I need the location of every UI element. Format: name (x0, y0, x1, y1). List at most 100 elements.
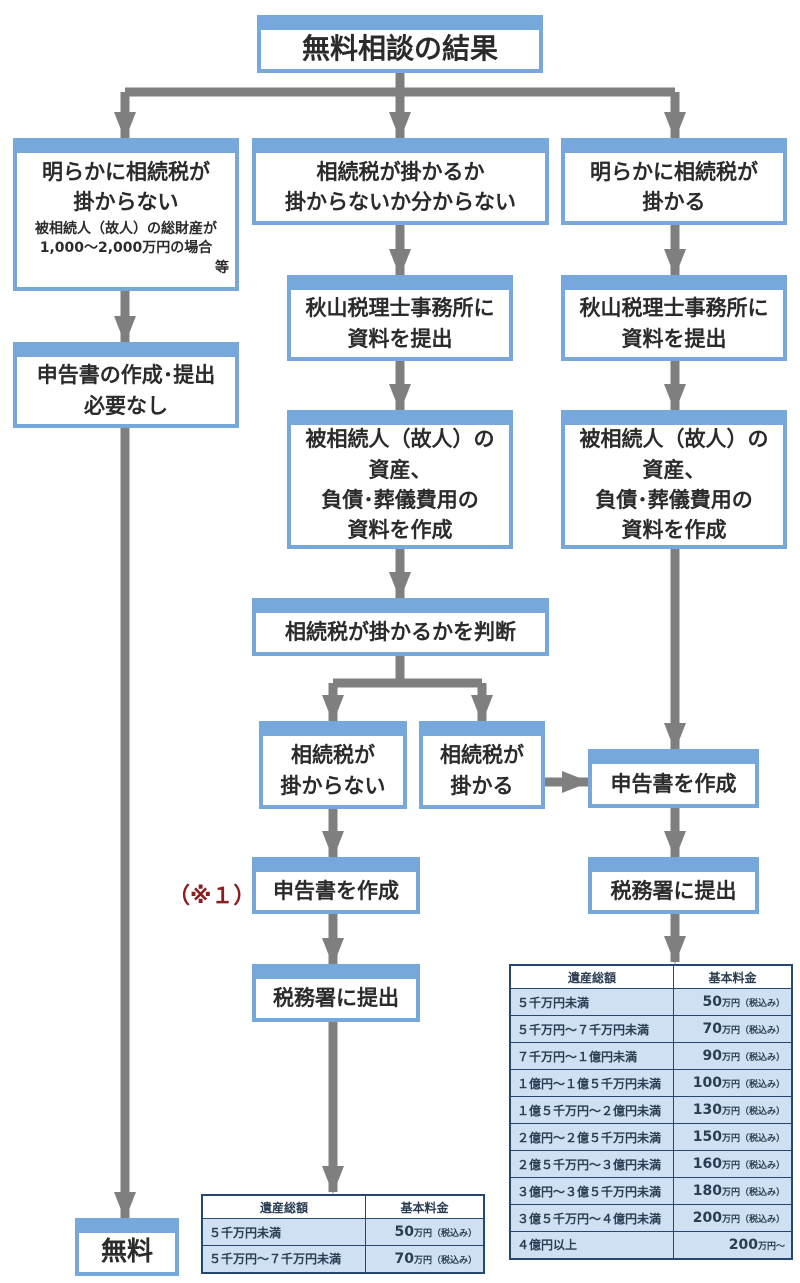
header-estate-total: 遺産総額 (509, 964, 675, 989)
fee-unit: 万円（税込み） (413, 1229, 477, 1239)
step-judge-no: 相続税が 掛からない (259, 721, 407, 809)
branch-no-tax-line-2: 掛からない (73, 190, 179, 215)
step-judge-text: 相続税が掛かるかを判断 (285, 620, 516, 645)
step-no-filing: 申告書の作成･提出 必要なし (13, 342, 239, 428)
step-submit-mid-line-1: 秋山税理士事務所に (305, 296, 495, 321)
fee-amount: 90 (702, 1048, 722, 1064)
step-no-filing-line-2: 必要なし (84, 393, 168, 418)
step-create-mid-text: 申告書を作成 (273, 878, 399, 903)
step-judge: 相続税が掛かるかを判断 (252, 598, 549, 656)
branch-unknown: 相続税が掛かるか 掛からないか分からない (252, 138, 549, 225)
fee-unit: 万円（税込み） (721, 1107, 785, 1117)
branch-tax-line-1: 明らかに相続税が (590, 159, 758, 184)
fee-unit: 万円～ (757, 1241, 785, 1252)
fee-amount: 50 (702, 994, 722, 1010)
estate-range-cell: ５千万円未満 (509, 988, 675, 1016)
step-judge-no-line-2: 掛からない (280, 773, 386, 798)
base-fee-cell: 100万円（税込み） (673, 1069, 793, 1097)
branch-unknown-line-2: 掛からないか分からない (285, 190, 516, 214)
step-submit-mid-line-2: 資料を提出 (347, 326, 453, 351)
step-prepare-right-line-1: 被相続人（故人）の (579, 427, 769, 452)
step-file-mid: 税務署に提出 (252, 964, 420, 1022)
base-fee-cell: 160万円（税込み） (673, 1150, 793, 1178)
estate-range-cell: ７千万円～１億円未満 (509, 1042, 675, 1070)
fee-amount: 130 (692, 1102, 722, 1118)
fee-table-large-header: 遺産総額 基本料金 (509, 964, 793, 989)
step-prepare-right-line-4: 資料を作成 (621, 518, 727, 543)
fee-unit: 万円（税込み） (721, 1161, 785, 1171)
step-no-filing-line-1: 申告書の作成･提出 (36, 363, 216, 388)
step-create-right: 申告書を作成 (588, 749, 759, 808)
header-base-fee: 基本料金 (365, 1194, 485, 1219)
step-prepare-right-line-2: 資産、 (642, 457, 706, 482)
fee-amount: 160 (692, 1156, 722, 1172)
base-fee-cell: 200万円（税込み） (673, 1204, 793, 1232)
step-prepare-mid-line-4: 資料を作成 (347, 518, 453, 543)
step-submit-right-line-2: 資料を提出 (621, 326, 727, 351)
branch-no-tax: 明らかに相続税が 掛からない 被相続人（故人）の総財産が 1,000～2,000… (13, 138, 239, 291)
fee-amount: 70 (702, 1021, 722, 1037)
step-free-text: 無料 (100, 1236, 153, 1267)
estate-range-cell: ３億５千万円～４億円未満 (509, 1204, 675, 1232)
step-free: 無料 (75, 1218, 179, 1276)
estate-range-cell: ５千万円～７千万円未満 (201, 1245, 367, 1273)
base-fee-cell: 70万円（税込み） (365, 1245, 485, 1273)
estate-range-cell: １億円～１億５千万円未満 (509, 1069, 675, 1097)
fee-amount: 200 (728, 1236, 758, 1253)
footnote-marker: （※１） (168, 884, 256, 909)
step-prepare-mid-line-1: 被相続人（故人）の (305, 427, 495, 452)
step-judge-yes: 相続税が 掛かる (419, 721, 545, 809)
branch-unknown-line-1: 相続税が掛かるか (316, 159, 485, 184)
branch-no-tax-note-2: 1,000～2,000万円の場合 (39, 240, 213, 257)
base-fee-cell: 70万円（税込み） (673, 1015, 793, 1043)
estate-range-cell: １億５千万円～２億円未満 (509, 1096, 675, 1124)
fee-unit: 万円（税込み） (721, 1026, 785, 1036)
step-file-right: 税務署に提出 (588, 857, 759, 914)
table-row: ７千万円～１億円未満 90万円（税込み） (509, 1042, 793, 1070)
step-create-right-text: 申告書を作成 (610, 771, 737, 796)
branch-no-tax-note-3: 等 (215, 260, 229, 277)
fee-unit: 万円（税込み） (721, 999, 785, 1009)
branch-no-tax-note-1: 被相続人（故人）の総財産が (35, 220, 217, 237)
step-file-right-text: 税務署に提出 (610, 878, 737, 903)
fee-unit: 万円（税込み） (721, 1080, 785, 1090)
fee-unit: 万円（税込み） (721, 1188, 785, 1198)
step-judge-no-line-1: 相続税が (291, 743, 375, 768)
step-prepare-mid-line-2: 資産、 (368, 457, 432, 482)
step-prepare-mid-line-3: 負債･葬儀費用の (321, 488, 479, 512)
base-fee-cell: 130万円（税込み） (673, 1096, 793, 1124)
fee-amount: 70 (394, 1250, 414, 1267)
fee-unit: 万円（税込み） (721, 1053, 785, 1063)
fee-unit: 万円（税込み） (721, 1134, 785, 1144)
branch-tax-line-2: 掛かる (642, 190, 706, 214)
base-fee-cell: 50万円（税込み） (673, 988, 793, 1016)
estate-range-cell: ２億円～２億５千万円未満 (509, 1123, 675, 1151)
fee-unit: 万円（税込み） (413, 1255, 477, 1266)
base-fee-cell: 50万円（税込み） (365, 1218, 485, 1246)
fee-amount: 100 (692, 1075, 722, 1091)
estate-range-cell: ２億５千万円～３億円未満 (509, 1150, 675, 1178)
title-text: 無料相談の結果 (301, 32, 498, 66)
step-submit-right-line-1: 秋山税理士事務所に (579, 296, 769, 321)
fee-amount: 200 (692, 1210, 722, 1226)
branch-no-tax-line-1: 明らかに相続税が (42, 160, 210, 184)
base-fee-cell: 180万円（税込み） (673, 1177, 793, 1205)
step-prepare-right-line-3: 負債･葬儀費用の (595, 488, 753, 512)
estate-range-cell: ５千万円～７千万円未満 (509, 1015, 675, 1043)
fee-amount: 150 (692, 1129, 722, 1145)
step-judge-yes-line-2: 掛かる (450, 773, 514, 798)
estate-range-cell: ４億円以上 (509, 1231, 675, 1259)
base-fee-cell: 200万円～ (673, 1231, 793, 1259)
estate-range-cell: ５千万円未満 (201, 1218, 367, 1246)
estate-range-cell: ３億円～３億５千万円未満 (509, 1177, 675, 1205)
step-judge-yes-line-1: 相続税が (440, 743, 524, 768)
